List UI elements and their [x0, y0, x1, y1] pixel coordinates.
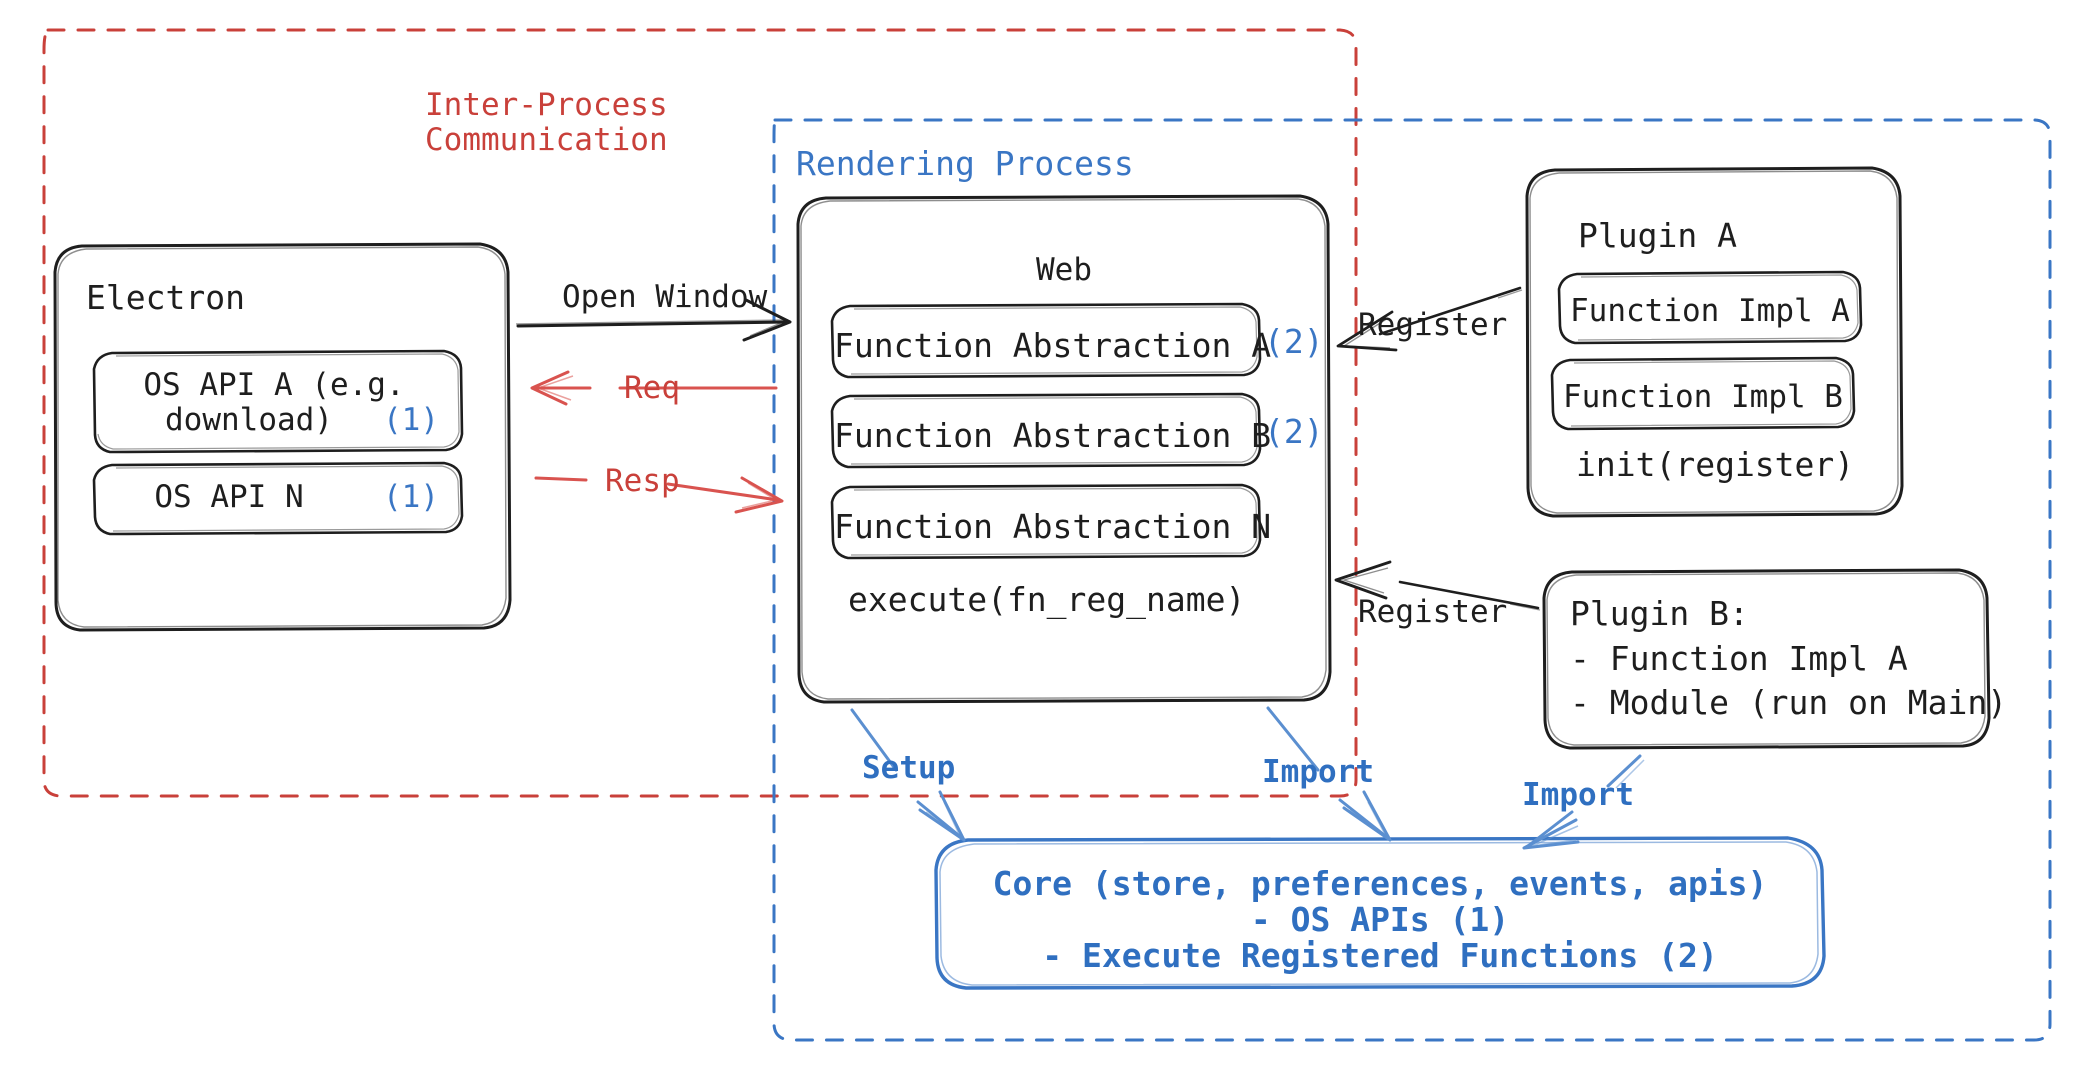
- function-abstraction-a-label: Function Abstraction A: [834, 326, 1272, 365]
- function-abstraction-b-box: [830, 392, 1262, 469]
- plugin-a-footer-init: init(register): [1576, 445, 1855, 484]
- function-impl-b-box: [1550, 356, 1856, 431]
- edge-import-web-label: Import: [1262, 754, 1374, 790]
- edge-setup-label: Setup: [862, 750, 956, 786]
- edge-setup-arrow: [850, 708, 966, 842]
- os-api-n-marker: (1): [383, 479, 439, 515]
- plugin-b-line-2: - Module (run on Main): [1570, 683, 2008, 722]
- os-api-a-box: [92, 349, 464, 454]
- core-line-2: - OS APIs (1): [1250, 900, 1510, 939]
- web-footer-execute: execute(fn_reg_name): [848, 580, 1246, 619]
- function-abstraction-n-box: [830, 483, 1262, 560]
- edge-resp-label: Resp: [605, 463, 680, 499]
- plugin-b-title: Plugin B:: [1570, 594, 1749, 633]
- electron-title: Electron: [86, 278, 245, 317]
- plugin-a-box: [1525, 166, 1904, 518]
- core-line-3: - Execute Registered Functions (2): [1042, 936, 1718, 975]
- function-abstraction-b-label: Function Abstraction B: [834, 416, 1272, 455]
- core-line-1: Core (store, preferences, events, apis): [992, 864, 1768, 903]
- web-title: Web: [1036, 252, 1092, 288]
- os-api-a-label-line1: OS API A (e.g.: [143, 367, 405, 403]
- function-impl-a-box: [1557, 270, 1863, 345]
- function-impl-a-label: Function Impl A: [1570, 293, 1850, 329]
- function-abstraction-a-marker: (2): [1264, 322, 1324, 361]
- web-box: [796, 194, 1332, 704]
- edge-import-plugin-b-label: Import: [1522, 777, 1634, 813]
- core-box: [934, 836, 1826, 990]
- edge-register-plugin-a-label: Register: [1358, 307, 1508, 343]
- function-impl-b-label: Function Impl B: [1563, 379, 1843, 415]
- edge-open-window-arrow: [515, 298, 792, 342]
- edge-register-plugin-a-arrow: [1336, 286, 1523, 352]
- rendering-process-container-boundary: [772, 118, 2052, 1042]
- os-api-a-label-line2: download): [165, 402, 333, 438]
- electron-box: [53, 242, 512, 632]
- plugin-b-line-1: - Function Impl A: [1570, 639, 1908, 678]
- ipc-container-boundary: [42, 28, 1358, 798]
- plugin-b-box: [1542, 568, 1991, 750]
- edge-req-label: Req: [624, 370, 680, 406]
- edge-register-plugin-b-label: Register: [1358, 594, 1508, 630]
- os-api-n-box: [92, 461, 464, 536]
- ipc-container-label-line2: Communication: [425, 122, 668, 158]
- os-api-n-label: OS API N: [154, 479, 304, 515]
- edge-req-arrow: [530, 370, 778, 406]
- rendering-process-label: Rendering Process: [796, 144, 1134, 183]
- function-abstraction-b-marker: (2): [1264, 412, 1324, 451]
- os-api-a-marker: (1): [383, 402, 439, 438]
- function-abstraction-n-label: Function Abstraction N: [834, 507, 1272, 546]
- edge-import-web-arrow: [1266, 706, 1392, 842]
- edge-register-plugin-b-arrow: [1334, 560, 1541, 611]
- function-abstraction-a-box: [830, 302, 1262, 379]
- plugin-a-title: Plugin A: [1578, 216, 1737, 255]
- edge-resp-arrow: [534, 476, 784, 514]
- ipc-container-label-line1: Inter-Process: [425, 87, 668, 123]
- edge-import-plugin-b-arrow: [1522, 754, 1645, 850]
- edge-open-window-label: Open Window: [562, 279, 768, 315]
